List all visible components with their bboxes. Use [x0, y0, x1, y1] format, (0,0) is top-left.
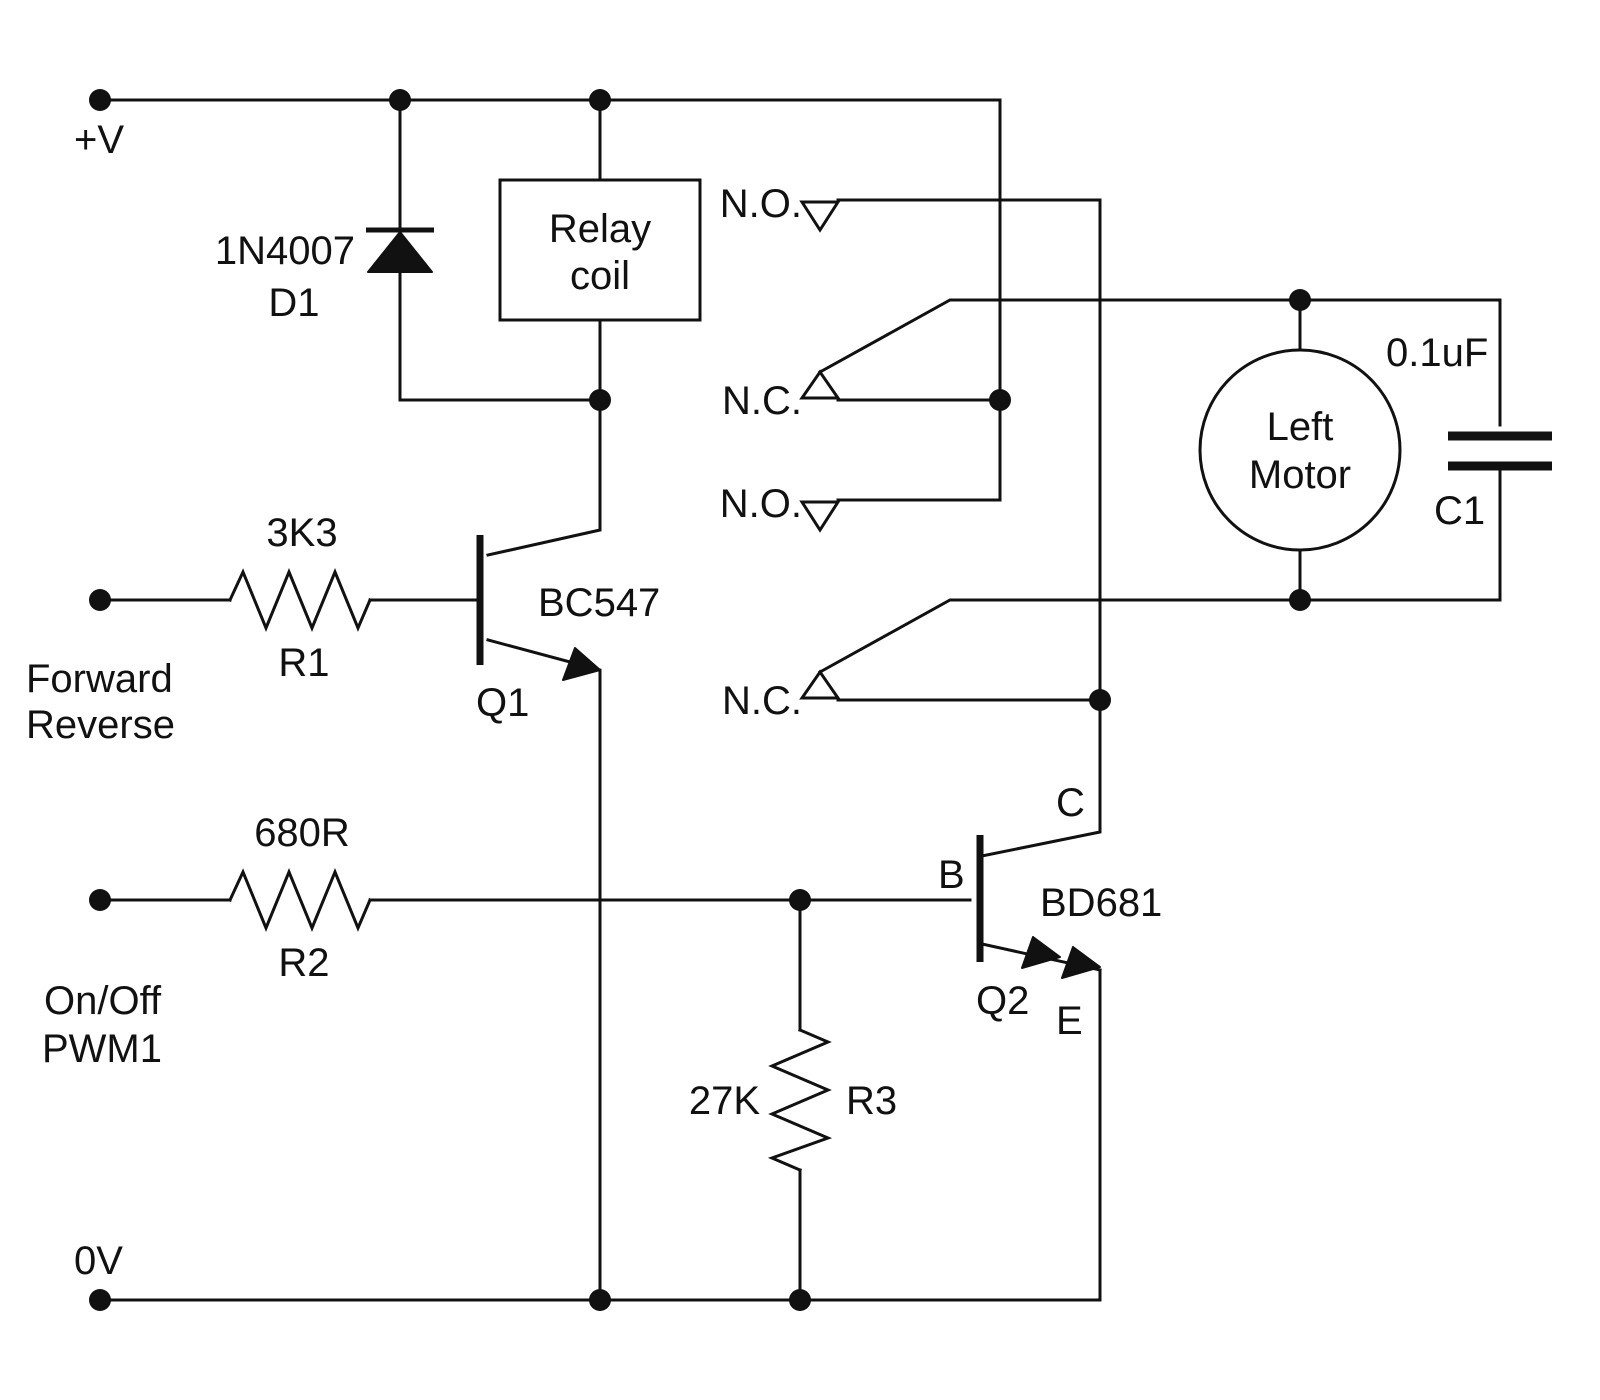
relay-coil-box [498, 178, 702, 322]
junction [589, 1289, 611, 1311]
resistor-r2 [228, 868, 372, 932]
capacitor-ref-label: C1 [1434, 489, 1485, 533]
r2-value-label: 680R [254, 811, 350, 855]
terminal-on-off [89, 889, 111, 911]
q2-emitter-arrow-1 [1021, 936, 1061, 969]
armature-1 [817, 298, 1502, 427]
motor-label-line2: Motor [1249, 453, 1351, 497]
input2-label-line2: PWM1 [42, 1027, 162, 1071]
r1-value-label: 3K3 [266, 511, 337, 555]
input1-label-line1: Forward [26, 657, 173, 701]
r1-ref-label: R1 [278, 641, 329, 685]
diode-triangle [367, 231, 433, 273]
resistor-r3 [767, 1028, 833, 1172]
r3-ref-label: R3 [846, 1079, 897, 1123]
contact-nc2-label: N.C. [722, 679, 802, 723]
q2-emitter-arrow-2 [1061, 946, 1101, 979]
labels: +V 0V 1N4007 D1 Relay coil N.O. N.C. N.O… [26, 118, 1488, 1283]
q2-collector-label: C [1056, 781, 1085, 825]
junction [1289, 589, 1311, 611]
motor-circle [1198, 348, 1402, 552]
contact-no2-triangle [799, 500, 841, 533]
armature-2 [817, 465, 1502, 675]
diode-part-label: 1N4007 [215, 229, 355, 273]
junction [589, 89, 611, 111]
relay-label-line2: coil [570, 254, 630, 298]
transistor-q2 [976, 835, 1102, 979]
contact-nc2-triangle [799, 669, 841, 700]
junctions [89, 89, 1311, 1311]
relay-label-line1: Relay [549, 207, 651, 251]
supply-positive-label: +V [74, 118, 124, 162]
transistor-q1 [476, 535, 601, 681]
diode-wire [398, 98, 602, 402]
junction [789, 1289, 811, 1311]
contact-nc1-triangle [799, 369, 841, 400]
contact-no2-label: N.O. [720, 482, 802, 526]
capacitor-value-label: 0.1uF [1386, 331, 1488, 375]
contact-no1-label: N.O. [720, 182, 802, 226]
q2-ref-label: Q2 [976, 979, 1029, 1023]
supply-ground-label: 0V [74, 1239, 123, 1283]
q2-part-label: BD681 [1040, 881, 1162, 925]
ground-rail-wire [98, 968, 1102, 1302]
diode-ref-label: D1 [268, 281, 319, 325]
q1-emitter-wire [486, 638, 602, 1302]
input1-label-line2: Reverse [26, 703, 175, 747]
relay-contacts [799, 200, 841, 700]
junction [1289, 289, 1311, 311]
terminal-positive [89, 89, 111, 111]
contact-nc1-label: N.C. [722, 379, 802, 423]
junction [989, 389, 1011, 411]
r2-ref-label: R2 [278, 941, 329, 985]
motor-label-line1: Left [1267, 405, 1334, 449]
q2-emitter-label: E [1056, 999, 1083, 1043]
junction [1089, 689, 1111, 711]
q1-ref-label: Q1 [476, 681, 529, 725]
terminal-forward-reverse [89, 589, 111, 611]
junction [589, 389, 611, 411]
q1-emitter-arrow [562, 647, 601, 681]
diode-d1 [366, 227, 434, 273]
input2-label-line1: On/Off [44, 979, 162, 1023]
q1-part-label: BC547 [538, 581, 660, 625]
contact-no1-triangle [799, 200, 841, 233]
resistor-r1 [228, 568, 372, 632]
q2-collector-wire [836, 198, 1102, 858]
r3-value-label: 27K [689, 1079, 760, 1123]
capacitor-c1 [1448, 431, 1552, 471]
terminal-ground [89, 1289, 111, 1311]
q2-base-label: B [938, 853, 965, 897]
junction [789, 889, 811, 911]
junction [389, 89, 411, 111]
q1-collector-wire [486, 398, 602, 557]
